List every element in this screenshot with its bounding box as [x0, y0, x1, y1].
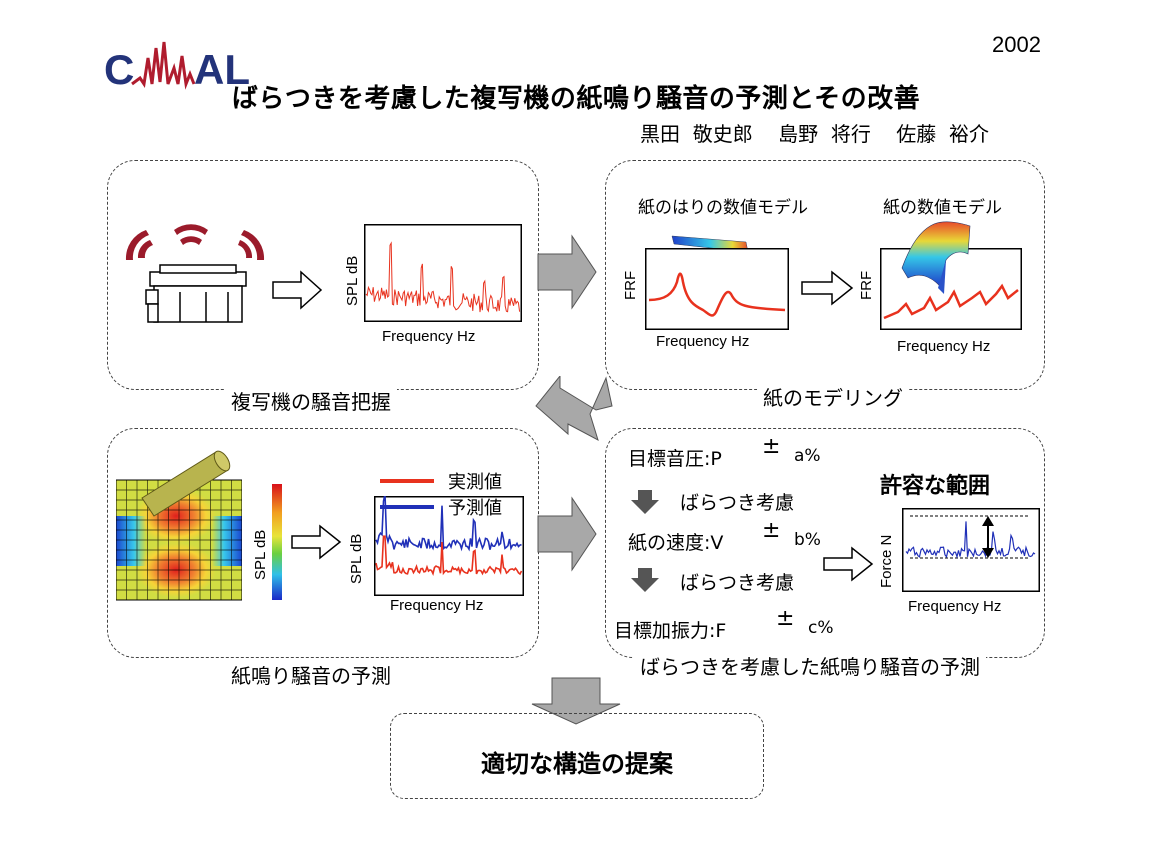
spl-chart-ylabel: SPL dB	[344, 255, 361, 306]
arrow-right-icon	[823, 546, 874, 582]
pm-sign-3: ±	[776, 606, 795, 631]
flow-arrow-right-icon	[537, 234, 597, 310]
spl-chart-measured	[364, 224, 522, 322]
flow-arrow-down-icon	[531, 677, 621, 725]
arrow-right-icon	[291, 524, 342, 560]
svg-text:C: C	[104, 46, 134, 93]
paper-velocity: 紙の速度:V	[628, 532, 724, 554]
comparison-xlabel: Frequency Hz	[390, 597, 484, 614]
legend-label-measured: 実測値	[448, 472, 502, 493]
frf-chart-beam	[645, 248, 789, 330]
down-arrow-icon	[631, 490, 659, 514]
panel-prediction-label: 紙鳴り騒音の予測	[225, 660, 397, 689]
velocity-tolerance: b%	[794, 530, 821, 550]
target-force: 目標加振力:F	[614, 620, 727, 642]
conclusion-box	[390, 713, 764, 799]
flow-arrow-down-left-icon	[535, 376, 613, 442]
page-title: ばらつきを考慮した複写機の紙鳴り騒音の予測とその改善	[231, 84, 921, 114]
comparison-ylabel: SPL dB	[348, 533, 365, 584]
legend-swatch-blue	[380, 505, 434, 509]
force-chart-ylabel: Force N	[878, 534, 895, 588]
pressure-tolerance: a%	[794, 446, 821, 466]
force-tolerance: c%	[808, 618, 834, 638]
frf-paper-ylabel: FRF	[858, 270, 875, 300]
arrow-right-icon	[801, 270, 854, 306]
copier-icon	[145, 264, 247, 323]
paper-model-graphic	[901, 221, 971, 294]
arrow-right-icon	[272, 270, 323, 310]
color-scale-bar	[272, 484, 282, 600]
spl-chart-xlabel: Frequency Hz	[382, 328, 476, 345]
legend-swatch-red	[380, 479, 434, 483]
variance-step-2: ばらつき考慮	[680, 572, 795, 594]
target-pressure: 目標音圧:P	[628, 448, 722, 470]
svg-text:AL: AL	[194, 46, 250, 93]
colorbar-label: SPL dB	[252, 529, 269, 580]
panel-variance-label: ばらつきを考慮した紙鳴り騒音の予測	[634, 651, 986, 680]
beam-model-title: 紙のはりの数値モデル	[638, 198, 808, 217]
force-chart-xlabel: Frequency Hz	[908, 598, 1002, 615]
conclusion-label: 適切な構造の提案	[481, 750, 673, 778]
chart-legend: 実測値 予測値	[380, 468, 502, 520]
force-chart	[902, 508, 1040, 592]
legend-item-measured: 実測値	[380, 468, 502, 494]
panel-noise-label: 複写機の騒音把握	[225, 386, 397, 415]
legend-label-predicted: 予測値	[448, 498, 502, 519]
authors: 黒田 敬史郎 島野 将行 佐藤 裕介	[640, 122, 990, 146]
sound-field-map	[116, 450, 242, 601]
down-arrow-icon	[631, 568, 659, 592]
frf-beam-xlabel: Frequency Hz	[656, 333, 750, 350]
pm-sign-1: ±	[762, 434, 781, 459]
pm-sign-2: ±	[762, 518, 781, 543]
spl-chart-comparison	[374, 496, 524, 596]
copier-illustration	[125, 224, 323, 323]
camal-logo: C AL	[104, 41, 250, 93]
variance-step-1: ばらつき考慮	[680, 492, 795, 514]
frf-beam-ylabel: FRF	[622, 270, 639, 300]
year-label: 2002	[992, 32, 1041, 57]
panel-modeling-label: 紙のモデリング	[757, 382, 909, 411]
frf-paper-xlabel: Frequency Hz	[897, 338, 991, 355]
paper-model-title: 紙の数値モデル	[883, 198, 1002, 217]
flow-arrow-right-icon	[537, 496, 597, 572]
legend-item-predicted: 予測値	[380, 494, 502, 520]
allowable-range-heading: 許容な範囲	[880, 474, 991, 499]
sound-wave-icon	[125, 224, 265, 260]
